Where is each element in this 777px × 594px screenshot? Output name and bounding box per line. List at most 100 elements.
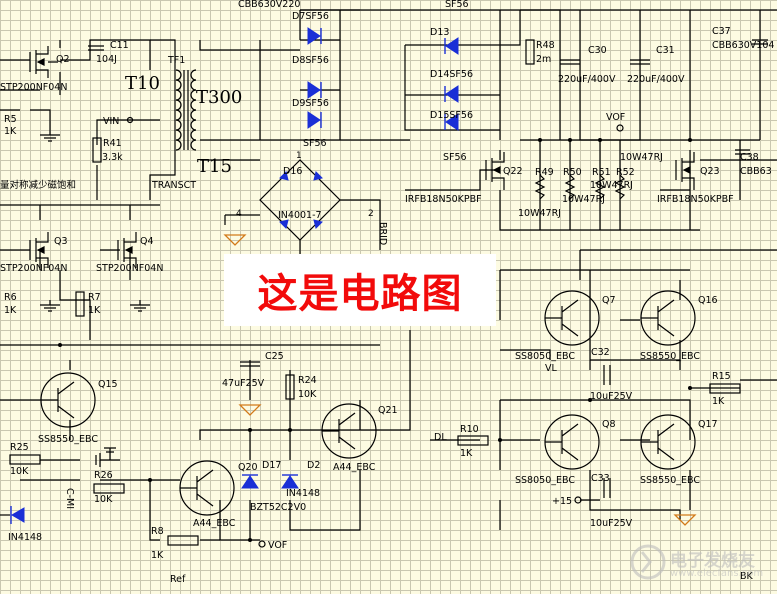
label-q15: Q15 bbox=[98, 379, 118, 390]
mosfet-q23 bbox=[676, 152, 694, 190]
label-d16: D16 bbox=[283, 166, 302, 177]
label-q2-part: STP200NF04N bbox=[0, 82, 67, 93]
label-r50-val: 10W47RJ bbox=[562, 194, 605, 205]
bjt-q17 bbox=[641, 415, 695, 469]
label-q4: Q4 bbox=[140, 236, 154, 247]
label-sf56-b: SF56 bbox=[443, 152, 467, 163]
label-q21-part: A44_EBC bbox=[333, 462, 376, 473]
label-r41-val: 3.3k bbox=[102, 152, 123, 163]
label-c30: C30 bbox=[588, 45, 607, 56]
label-c31: C31 bbox=[656, 45, 675, 56]
label-r50: R50 bbox=[563, 167, 582, 178]
label-q3-part: STP200NF04N bbox=[0, 263, 67, 274]
vof-terminal-2 bbox=[259, 541, 265, 547]
label-r5: R5 bbox=[4, 114, 17, 125]
label-q3: Q3 bbox=[54, 236, 68, 247]
label-pin2: 2 bbox=[368, 209, 374, 219]
label-q20: Q20 bbox=[238, 462, 258, 473]
label-c37: C37 bbox=[712, 26, 731, 37]
label-r49-val: 10W47RJ bbox=[518, 208, 561, 219]
label-q17-part: SS8550_EBC bbox=[640, 475, 700, 486]
label-r8-val: 1K bbox=[151, 550, 164, 561]
label-c33: C33 bbox=[591, 473, 610, 484]
overlay-banner: 这是电路图 bbox=[224, 254, 496, 326]
label-r7: R7 bbox=[88, 292, 101, 303]
mosfet-q22 bbox=[486, 152, 504, 190]
label-q7-part: SS8050_EBC bbox=[515, 351, 575, 362]
label-cmi: C-MI bbox=[64, 488, 75, 509]
label-r48: R48 bbox=[536, 40, 555, 51]
label-top-cap: CBB630V220 bbox=[238, 0, 300, 10]
label-d7: D7SF56 bbox=[292, 11, 329, 22]
label-q16-part: SS8550_EBC bbox=[640, 351, 700, 362]
label-r10-val: 1K bbox=[460, 448, 473, 459]
label-d13: D13 bbox=[430, 27, 449, 38]
label-q23-part: IRFB18N50KPBF bbox=[657, 194, 734, 205]
label-q4-part: STP200NF04N bbox=[96, 263, 163, 274]
label-c37-val: CBB630V104 bbox=[712, 40, 774, 51]
bjt-q15 bbox=[40, 373, 95, 427]
label-q17: Q17 bbox=[698, 419, 718, 430]
label-q15-part: SS8550_EBC bbox=[38, 434, 98, 445]
label-brid: BRID bbox=[377, 222, 388, 245]
label-d14: D14SF56 bbox=[430, 69, 473, 80]
label-d9: D9SF56 bbox=[292, 98, 329, 109]
label-c33-val: 10uF25V bbox=[590, 518, 633, 529]
label-c38-val: CBB63 bbox=[740, 166, 772, 177]
label-in4148-l: IN4148 bbox=[8, 532, 42, 543]
label-q8: Q8 bbox=[602, 419, 616, 430]
label-t300: T300 bbox=[196, 87, 242, 108]
label-v15: +15 bbox=[552, 496, 572, 507]
label-r41: R41 bbox=[103, 138, 122, 149]
label-r52: R52 bbox=[616, 167, 635, 178]
label-transct: TRANSCT bbox=[151, 180, 196, 191]
watermark-logo-icon bbox=[628, 540, 668, 584]
label-r51: R51 bbox=[592, 167, 611, 178]
label-pin1: 1 bbox=[296, 151, 302, 161]
label-r26: R26 bbox=[94, 470, 113, 481]
label-vof2: VOF bbox=[268, 540, 287, 551]
overlay-title: 这是电路图 bbox=[258, 261, 463, 319]
label-q23: Q23 bbox=[700, 166, 720, 177]
label-q20-part: A44_EBC bbox=[193, 518, 236, 529]
bjt-q16 bbox=[641, 291, 695, 345]
label-c25: C25 bbox=[265, 351, 284, 362]
label-r15-val: 1K bbox=[712, 396, 725, 407]
label-q22-part: IRFB18N50KPBF bbox=[405, 194, 482, 205]
bjt-q21 bbox=[322, 404, 376, 458]
label-vl: VL bbox=[545, 363, 557, 374]
label-r-10w: 10W47RJ bbox=[620, 152, 663, 163]
label-d2-part: IN4148 bbox=[286, 488, 320, 499]
label-d17-part: BZT52C2V0 bbox=[250, 502, 306, 513]
label-r52-val: 10W47RJ bbox=[590, 180, 633, 191]
label-r6: R6 bbox=[4, 292, 17, 303]
label-d17: D17 bbox=[262, 460, 281, 471]
label-r6-val: 1K bbox=[4, 305, 17, 316]
label-r26-val: 10K bbox=[94, 494, 113, 505]
vof-terminal bbox=[617, 125, 623, 131]
label-c25-val: 47uF25V bbox=[222, 378, 265, 389]
label-c32: C32 bbox=[591, 347, 610, 358]
label-r7-val: 1K bbox=[88, 305, 101, 316]
label-d2: D2 bbox=[307, 460, 320, 471]
label-r49: R49 bbox=[535, 167, 554, 178]
label-t15: T15 bbox=[197, 156, 232, 177]
label-q22: Q22 bbox=[503, 166, 523, 177]
label-r24: R24 bbox=[298, 375, 317, 386]
label-r5-val: 1K bbox=[4, 126, 17, 137]
bjt-q8 bbox=[545, 415, 599, 469]
label-r25: R25 bbox=[10, 442, 29, 453]
label-c11-val: 104J bbox=[96, 54, 117, 65]
label-c30-val: 220uF/400V bbox=[558, 74, 616, 85]
label-c32-val: 10uF25V bbox=[590, 391, 633, 402]
label-r15: R15 bbox=[712, 371, 731, 382]
bjt-q7 bbox=[545, 291, 599, 345]
label-dl: DL bbox=[434, 432, 447, 443]
label-sf56-a: SF56 bbox=[303, 138, 327, 149]
label-d8: D8SF56 bbox=[292, 55, 329, 66]
label-q21: Q21 bbox=[378, 405, 398, 416]
label-d16-part: IN4001-7 bbox=[278, 210, 322, 221]
label-r25-val: 10K bbox=[10, 466, 29, 477]
label-c31-val: 220uF/400V bbox=[627, 74, 685, 85]
